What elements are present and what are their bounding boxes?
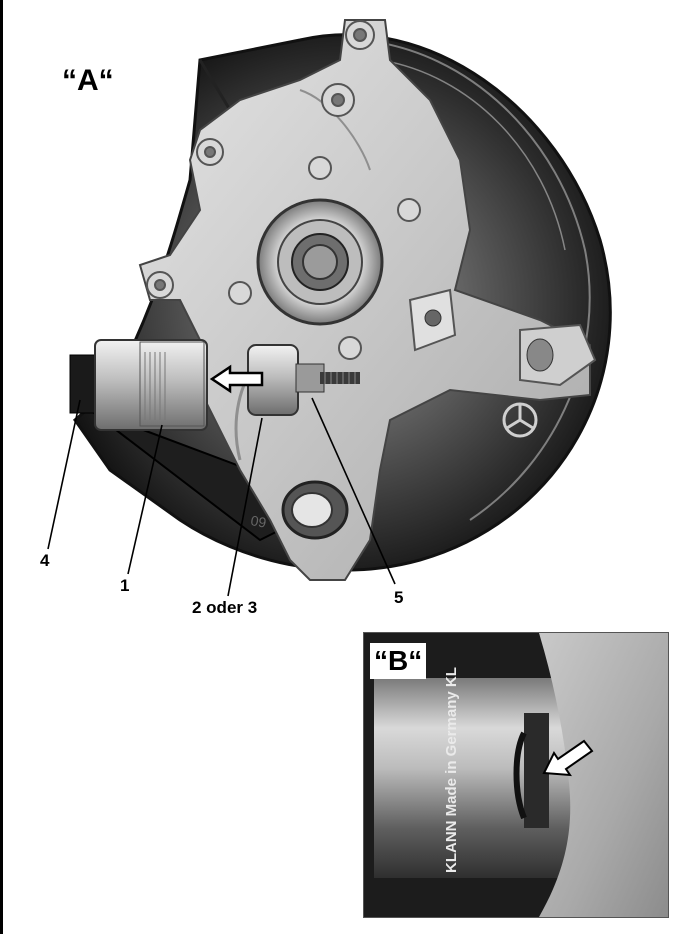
tool-engraving: KLANN Made in Germany KL: [443, 667, 460, 873]
svg-text:09: 09: [249, 512, 267, 530]
callout-4: 4: [40, 551, 50, 570]
figure-a-photo: 09: [47, 19, 612, 597]
pressing-tool: [69, 339, 360, 431]
figure-b: KLANN Made in Germany KL “B“: [363, 632, 669, 918]
callout-5: 5: [394, 588, 404, 607]
arrow-left-icon: [209, 364, 264, 394]
left-margin-rule: [0, 0, 3, 934]
figure-a: 09: [40, 19, 612, 617]
callout-2-or-3: 2 oder 3: [192, 598, 258, 617]
figure-b-title: “B“: [370, 643, 427, 679]
arrow-down-left-icon: [542, 739, 594, 777]
figure-b-photo: KLANN Made in Germany KL: [364, 633, 668, 917]
callout-leaders: [47, 397, 396, 597]
steering-knuckle: 09: [138, 19, 597, 581]
callout-1: 1: [120, 576, 130, 595]
figure-a-title: “A“: [62, 64, 114, 97]
